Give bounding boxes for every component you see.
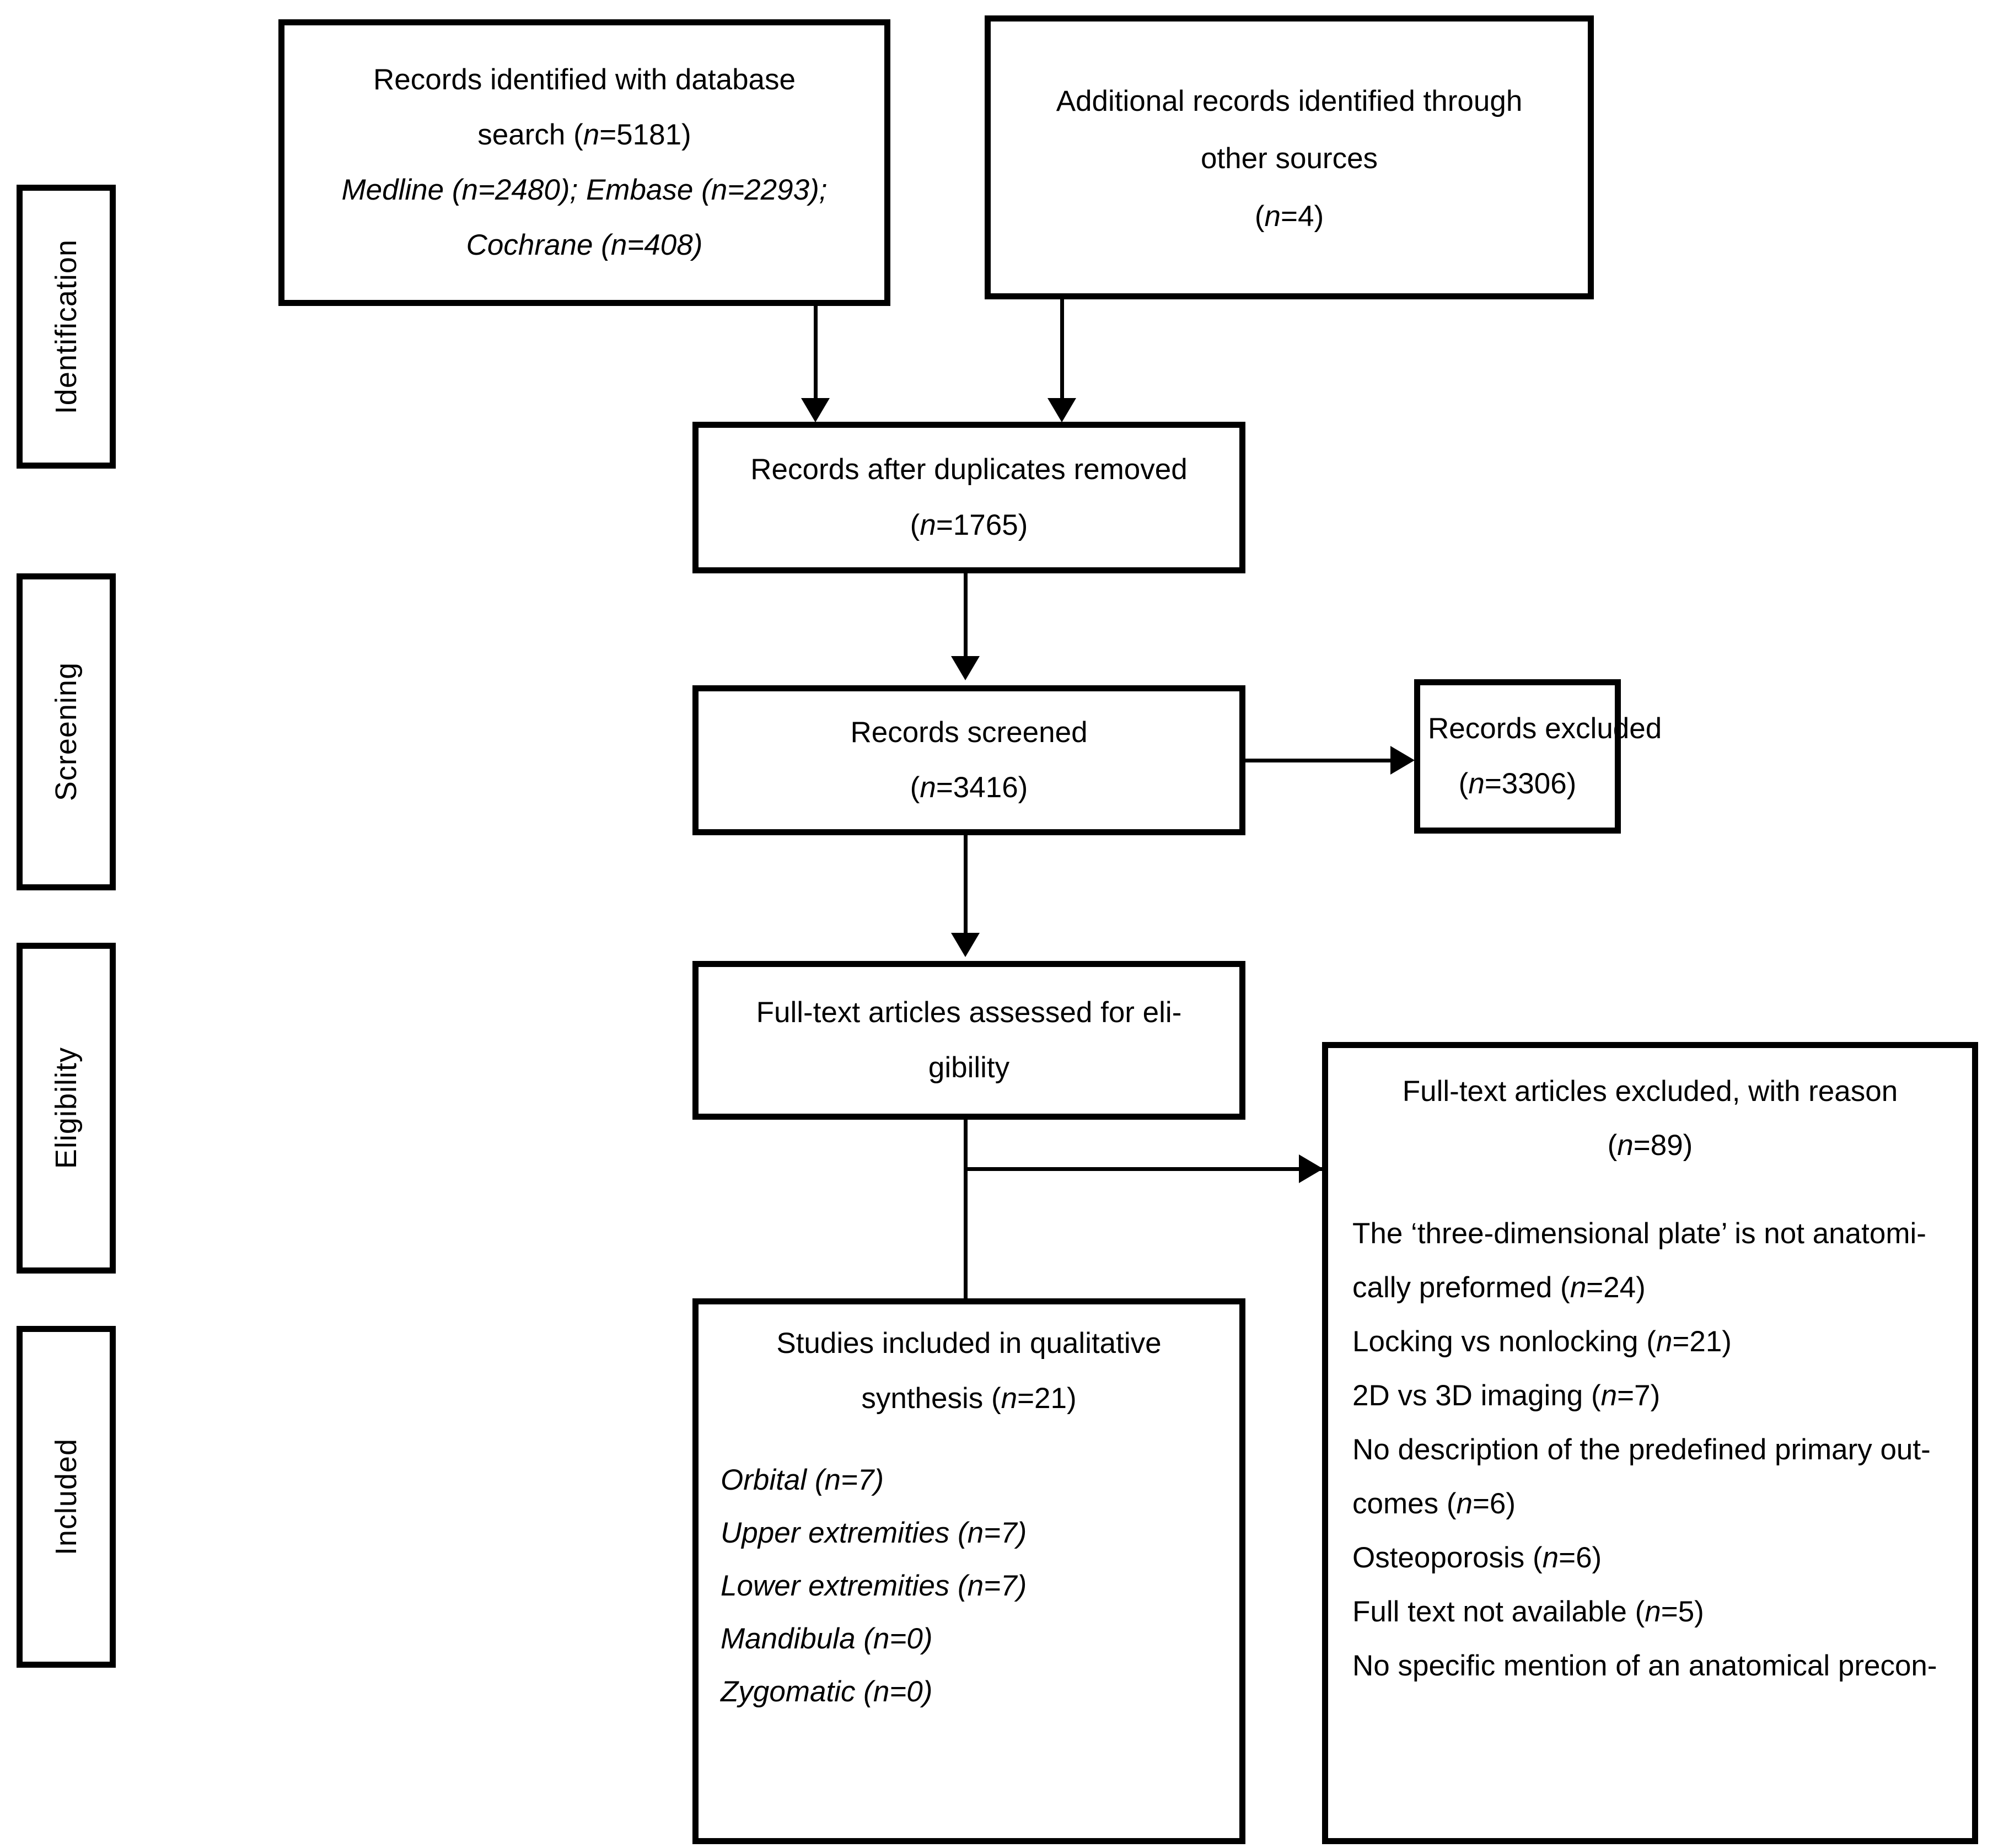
fulltext-excluded-reason-1a: The ‘three-dimensional plate’ is not ana… (1352, 1217, 1926, 1250)
other-sources-line-3: (n=4) (1254, 200, 1324, 233)
stage-label-identification: Identification (17, 185, 116, 469)
stage-label-identification-text: Identification (50, 239, 83, 415)
fulltext-excluded-reason-5: Osteoporosis (n=6) (1352, 1541, 1602, 1575)
fulltext-excluded-reason-4a: No description of the predefined primary… (1352, 1433, 1931, 1466)
fulltext-excluded-heading-2: (n=89) (1607, 1129, 1693, 1162)
box-studies-included-qualitative-synthesis: Studies included in qualitative synthesi… (692, 1298, 1245, 1844)
box-fulltext-articles-assessed: Full-text articles assessed for eli- gib… (692, 961, 1245, 1120)
fulltext-excluded-heading-1: Full-text articles excluded, with reason (1402, 1075, 1898, 1108)
box-fulltext-articles-excluded-with-reason: Full-text articles excluded, with reason… (1322, 1042, 1978, 1844)
fulltext-excluded-reason-6: Full text not available (n=5) (1352, 1595, 1704, 1629)
studies-included-breakdown-upper-extremities: Upper extremities (n=7) (721, 1517, 1027, 1550)
stage-label-eligibility-text: Eligibility (50, 1047, 83, 1169)
connector-duplicates-to-screened (964, 573, 968, 659)
connector-fulltext-to-excluded-reasons (964, 1167, 1323, 1171)
studies-included-breakdown-mandibula: Mandibula (n=0) (721, 1623, 933, 1656)
box-records-screened: Records screened (n=3416) (692, 685, 1245, 835)
database-search-subline-2: Cochrane (n=408) (466, 229, 703, 262)
fulltext-excluded-heading-gap (1352, 1161, 1948, 1189)
connector-db-search-to-duplicates (814, 302, 818, 418)
stage-label-included: Included (17, 1326, 116, 1668)
studies-included-line-1: Studies included in qualitative (776, 1327, 1162, 1360)
connector-other-sources-to-duplicates (1060, 298, 1064, 418)
box-records-after-duplicates-removed: Records after duplicates removed (n=1765… (692, 422, 1245, 573)
arrowhead-fulltext-to-excluded-reasons (1299, 1154, 1323, 1183)
box-records-excluded: Records excluded (n=3306) (1414, 679, 1662, 834)
database-search-line-2: search (n=5181) (477, 118, 691, 151)
fulltext-excluded-reason-2: Locking vs nonlocking (n=21) (1352, 1325, 1732, 1358)
box-records-identified-database-search: Records identified with database search … (278, 19, 890, 306)
fulltext-excluded-reason-7: No specific mention of an anatomical pre… (1352, 1650, 1937, 1683)
studies-included-breakdown-lower-extremities: Lower extremities (n=7) (721, 1570, 1027, 1603)
arrowhead-screened-to-fulltext (951, 933, 980, 957)
studies-included-breakdown-zygomatic: Zygomatic (n=0) (721, 1675, 933, 1709)
fulltext-excluded-reason-3: 2D vs 3D imaging (n=7) (1352, 1379, 1661, 1412)
arrowhead-duplicates-to-screened (951, 656, 980, 680)
records-screened-line-1: Records screened (850, 716, 1088, 749)
fulltext-assessed-line-1: Full-text articles assessed for eli- (756, 996, 1182, 1029)
records-excluded-line-1: Records excluded (1428, 712, 1662, 745)
database-search-subline-1: Medline (n=2480); Embase (n=2293); (341, 174, 828, 206)
studies-included-breakdown-orbital: Orbital (n=7) (721, 1464, 884, 1497)
database-search-line-1: Records identified with database (373, 63, 796, 96)
duplicates-removed-line-1: Records after duplicates removed (750, 453, 1188, 486)
duplicates-removed-line-2: (n=1765) (910, 508, 1028, 541)
stage-label-screening-text: Screening (50, 662, 83, 802)
fulltext-excluded-reason-4b: comes (n=6) (1352, 1487, 1516, 1521)
studies-included-line-2: synthesis (n=21) (861, 1382, 1077, 1415)
fulltext-excluded-reason-1b: cally preformed (n=24) (1352, 1271, 1646, 1304)
studies-included-gap (721, 1414, 1217, 1442)
other-sources-line-1: Additional records identified through (1056, 85, 1523, 118)
connector-fulltext-vertical (964, 1120, 968, 1357)
connector-screened-to-excluded (1245, 759, 1397, 762)
stage-label-included-text: Included (50, 1438, 83, 1556)
records-screened-line-2: (n=3416) (910, 771, 1028, 804)
connector-screened-to-fulltext (964, 835, 968, 936)
fulltext-assessed-line-2: gibility (928, 1051, 1010, 1084)
other-sources-line-2: other sources (1200, 142, 1378, 175)
box-additional-records-other-sources: Additional records identified through ot… (985, 15, 1594, 299)
stage-label-screening: Screening (17, 573, 116, 890)
stage-label-eligibility: Eligibility (17, 943, 116, 1274)
records-excluded-line-2: (n=3306) (1458, 767, 1577, 800)
arrowhead-other-sources-to-duplicates (1047, 398, 1076, 422)
arrowhead-db-search-to-duplicates (801, 398, 830, 422)
arrowhead-screened-to-excluded (1390, 746, 1415, 775)
